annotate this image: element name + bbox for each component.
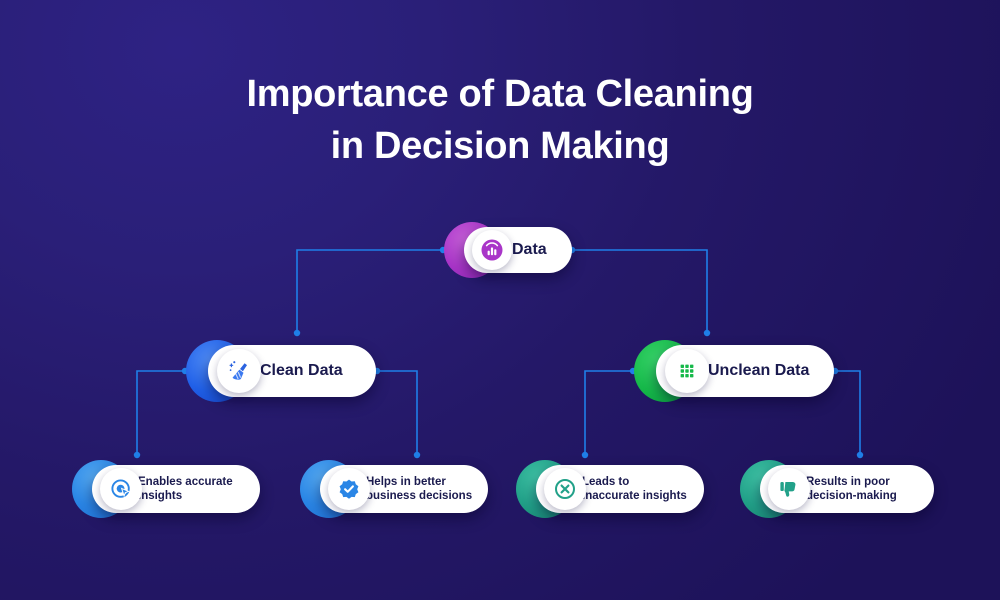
node-enables-accurate-insights-label: Enables accurate insights (138, 476, 233, 502)
target-cursor-icon (100, 468, 142, 510)
wire-unclean-to-leaf4 (835, 370, 861, 455)
node-helps-better-business-decisions-label: Helps in better business decisions (366, 476, 473, 502)
wire-data-to-clean (296, 249, 443, 333)
node-data-pill[interactable]: Data (464, 227, 572, 273)
thumbs-down-icon (768, 468, 810, 510)
wire-data-to-unclean (572, 249, 708, 333)
node-leads-to-inaccurate-insights[interactable]: Leads to inaccurate insights (516, 460, 706, 518)
wire-clean-to-leaf2 (377, 370, 418, 455)
node-unclean-data[interactable]: Unclean Data (634, 340, 834, 402)
node-enables-accurate-insights[interactable]: Enables accurate insights (72, 460, 262, 518)
title-line-2: in Decision Making (330, 125, 670, 167)
bar-chart-icon (472, 230, 512, 270)
broom-icon (217, 349, 261, 393)
node-unclean-data-label: Unclean Data (708, 362, 810, 379)
node-leads-to-inaccurate-insights-label: Leads to inaccurate insights (582, 476, 687, 502)
node-data[interactable]: Data (444, 222, 572, 278)
wire-unclean-to-leaf3 (584, 370, 633, 455)
node-clean-data-label: Clean Data (260, 362, 343, 379)
grid-dots-icon (665, 349, 709, 393)
node-unclean-data-pill[interactable]: Unclean Data (656, 345, 834, 397)
page-title: Importance of Data Cleaning in Decision … (0, 68, 1000, 172)
node-results-in-poor-decision-making-label: Results in poor decision-making (806, 476, 897, 502)
verified-check-icon (328, 468, 370, 510)
node-clean-data-pill[interactable]: Clean Data (208, 345, 376, 397)
wire-clean-to-leaf1 (136, 370, 185, 455)
node-enables-accurate-insights-pill[interactable]: Enables accurate insights (92, 465, 260, 513)
node-results-in-poor-decision-making[interactable]: Results in poor decision-making (740, 460, 936, 518)
node-helps-better-business-decisions[interactable]: Helps in better business decisions (300, 460, 490, 518)
node-leads-to-inaccurate-insights-pill[interactable]: Leads to inaccurate insights (536, 465, 704, 513)
node-clean-data[interactable]: Clean Data (186, 340, 376, 402)
node-results-in-poor-decision-making-pill[interactable]: Results in poor decision-making (760, 465, 934, 513)
node-helps-better-business-decisions-pill[interactable]: Helps in better business decisions (320, 465, 488, 513)
x-circle-icon (544, 468, 586, 510)
node-data-label: Data (512, 241, 547, 258)
title-line-1: Importance of Data Cleaning (246, 73, 754, 115)
